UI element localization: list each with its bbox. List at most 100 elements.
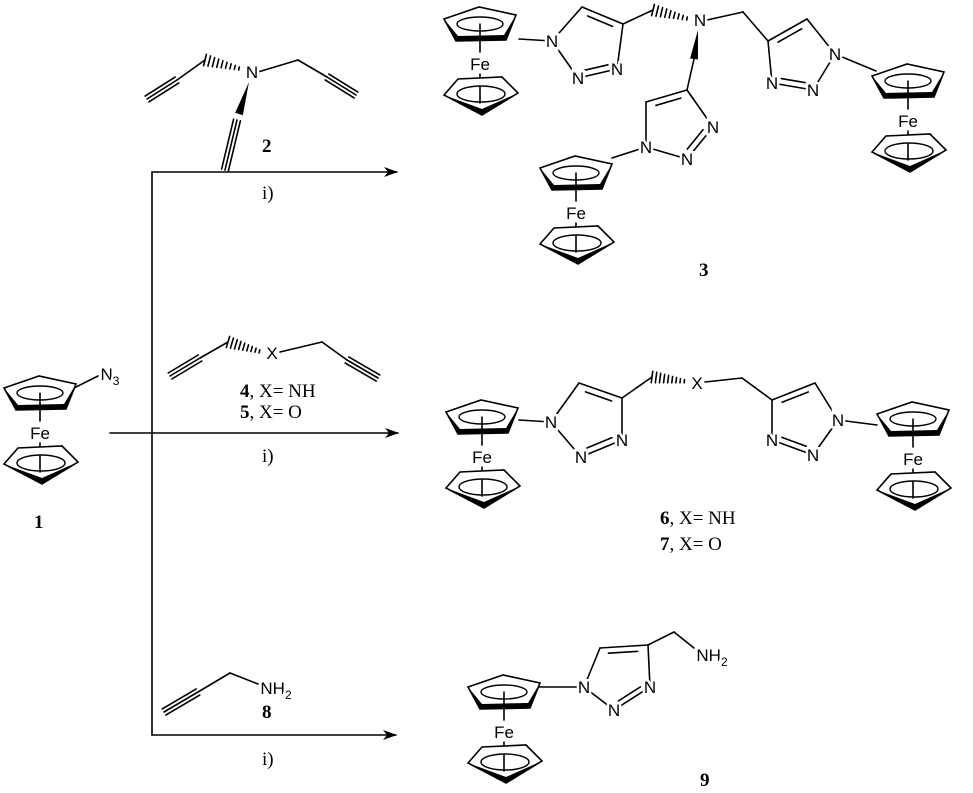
alkyne-triple-bond: [220, 118, 235, 170]
cp-aromatic-circle: [456, 85, 506, 103]
alkyne-triple-bond: [169, 357, 201, 377]
hashed-bond-line: [207, 55, 212, 67]
ring-bond: [599, 644, 649, 649]
label-compound-3: 3: [699, 260, 709, 281]
condition-top: i): [262, 183, 274, 204]
cp-ring: [442, 76, 520, 116]
atom-subscript: 2: [285, 688, 292, 702]
iron-atom: Fe: [472, 448, 492, 467]
compound-7-text: , X= O: [670, 534, 722, 555]
triazole-n3: N: [616, 431, 628, 450]
hashed-bond-line: [672, 11, 676, 20]
iron-atom: Fe: [903, 450, 923, 469]
ring-bond: [551, 40, 579, 79]
bond: [647, 631, 675, 646]
cyclopentadienyl-ring-bottom: [870, 133, 948, 173]
cyclopentadienyl-ring-bottom: [2, 445, 80, 485]
cp-front-edge: [4, 462, 78, 484]
cp-aromatic-circle: [458, 478, 508, 496]
triazole-n3: N: [707, 118, 719, 137]
bond: [176, 59, 206, 81]
wedge-bond: [235, 82, 249, 116]
ferrocene: Fe: [444, 399, 522, 509]
label-compound-6: 6, X= NH: [660, 508, 736, 529]
atom-symbol: N: [545, 413, 557, 432]
cyclopentadienyl-ring-bottom: [538, 225, 616, 265]
alkyne-triple-bond: [163, 691, 199, 713]
bond: [621, 376, 653, 399]
ring-bond: [812, 53, 836, 91]
ferrocene: Fe: [442, 6, 520, 116]
triazole-n3: N: [611, 60, 623, 79]
triazole-n2: N: [608, 701, 620, 720]
ring-bond: [767, 40, 773, 84]
atom-subscript: 3: [113, 374, 120, 388]
triazole-n3: N: [766, 431, 778, 450]
cyclopentadienyl-ring-bottom: [444, 469, 522, 509]
ring-bond: [577, 68, 618, 79]
atom-symbol: N: [640, 138, 652, 157]
alkyne-triple-bond: [167, 354, 199, 374]
triazole-n1: N: [640, 138, 652, 157]
atom-symbol: N: [807, 446, 819, 465]
atom-symbol: N: [766, 74, 778, 93]
condition-bottom: i): [262, 749, 274, 770]
hashed-bond-line: [658, 372, 662, 384]
atom-symbol: N: [611, 60, 623, 79]
bond: [199, 341, 229, 359]
hashed-bond-line: [224, 61, 228, 70]
atom-symbol: NH: [696, 646, 721, 665]
atom-symbol: N: [644, 678, 656, 697]
ring-bond: [581, 6, 624, 25]
hashed-bond-line: [220, 59, 224, 69]
ferrocene: Fe: [538, 155, 616, 265]
bond: [706, 11, 744, 21]
double-bond-inner: [780, 77, 808, 84]
bond: [321, 341, 348, 361]
triazole-ring: [645, 89, 714, 160]
condition-middle: i): [262, 446, 274, 467]
atom-symbol: N: [616, 431, 628, 450]
compound-4-number: 4: [240, 381, 250, 402]
iron-atom: Fe: [30, 424, 50, 443]
atom-symbol: N: [101, 365, 113, 384]
amine-group: NH2: [696, 646, 728, 669]
ring-bond: [812, 419, 839, 456]
hashed-bond-line: [681, 14, 685, 21]
bond: [197, 672, 231, 693]
triazole-n3: N: [766, 74, 778, 93]
double-bond-inner: [781, 391, 810, 404]
wedge-bond: [690, 30, 698, 60]
ring-bond: [686, 126, 714, 160]
ferrocene: Fe: [870, 63, 948, 173]
iron-atom: Fe: [566, 204, 586, 223]
double-bond-inner: [655, 97, 682, 107]
alkyne-triple-bond: [144, 76, 176, 97]
bridge-x: X: [691, 374, 702, 393]
hashed-bond-line: [241, 342, 246, 351]
cyclopentadienyl-ring-bottom: [442, 76, 520, 116]
bond: [834, 53, 877, 72]
double-bond-inner: [583, 64, 609, 72]
alkyne-triple-bond: [344, 362, 378, 382]
reagent2-nitrogen: N: [246, 63, 258, 82]
triazole-n2: N: [681, 150, 693, 169]
bond: [518, 38, 553, 42]
ring-bond: [645, 146, 688, 160]
compound-5-number: 5: [240, 402, 250, 423]
triazole-n1: N: [546, 32, 558, 51]
iron-atom: Fe: [494, 723, 514, 742]
hashed-bond-line: [655, 5, 660, 17]
hashed-bond-line: [679, 377, 682, 384]
ring-bond: [686, 89, 714, 128]
alkyne-triple-bond: [328, 73, 359, 93]
hashed-bond-line: [663, 8, 668, 19]
hashed-bond-line: [650, 370, 654, 384]
cp-front-edge: [444, 93, 518, 115]
ferrocene: Fe: [875, 401, 953, 511]
amine-group: NH2: [260, 679, 292, 702]
hashed-bond-line: [654, 371, 658, 384]
hashed-bond-line: [233, 64, 237, 71]
triazole-n2: N: [807, 446, 819, 465]
